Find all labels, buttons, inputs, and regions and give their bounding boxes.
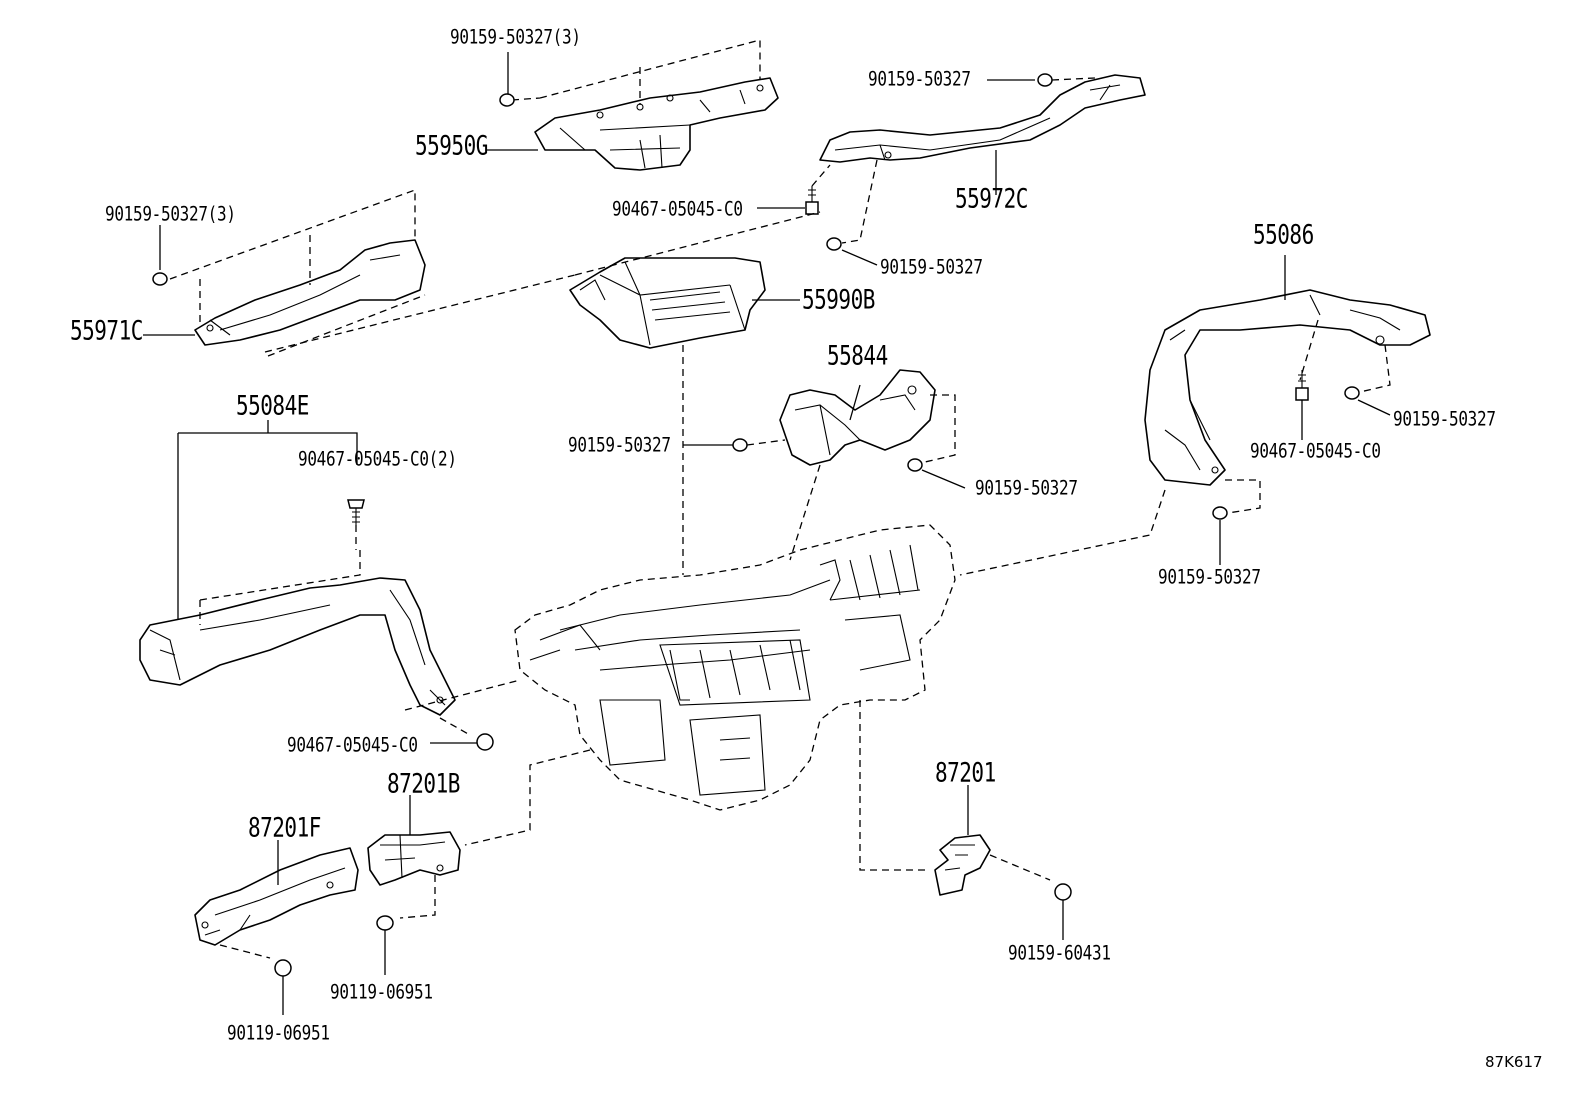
fastener-label-f15: 90159-60431 bbox=[1008, 941, 1111, 965]
fastener-label-f14: 90119-06951 bbox=[227, 1021, 330, 1045]
part-label-55950g: 55950G bbox=[415, 130, 488, 161]
part-87201-shape bbox=[934, 834, 991, 896]
part-55086-shape bbox=[1144, 289, 1431, 486]
fastener-f8-shape bbox=[1295, 370, 1309, 401]
fastener-label-f1: 90159-50327(3) bbox=[450, 25, 581, 49]
fastener-label-f11: 90159-50327 bbox=[1158, 565, 1261, 589]
part-label-87201b: 87201B bbox=[387, 768, 460, 799]
part-label-55084e: 55084E bbox=[236, 390, 309, 421]
fastener-f9-shape bbox=[1344, 386, 1360, 400]
hvac-unit-shape bbox=[514, 524, 956, 811]
fastener-f11-shape bbox=[1212, 506, 1228, 520]
part-55844-shape bbox=[779, 369, 936, 466]
drawing-code: 87K617 bbox=[1485, 1053, 1543, 1071]
fastener-f1-shape bbox=[499, 93, 515, 107]
part-55950g-shape bbox=[534, 77, 779, 171]
fastener-label-f13: 90119-06951 bbox=[330, 980, 433, 1004]
part-label-55844: 55844 bbox=[827, 340, 888, 371]
fastener-label-f6: 90159-50327 bbox=[568, 433, 671, 457]
part-55084e-shape bbox=[139, 577, 456, 716]
fastener-f6-shape bbox=[732, 438, 748, 452]
part-55971c-shape bbox=[194, 239, 426, 346]
fastener-f7-shape bbox=[907, 458, 923, 472]
fastener-label-f4: 90159-50327 bbox=[880, 255, 983, 279]
fastener-label-f12: 90467-05045-C0 bbox=[287, 733, 418, 757]
fastener-label-f2: 90159-50327 bbox=[868, 67, 971, 91]
part-55990b-shape bbox=[569, 257, 766, 349]
part-label-55990b: 55990B bbox=[802, 284, 875, 315]
fastener-f15-shape bbox=[1054, 883, 1072, 901]
part-label-55971c: 55971C bbox=[70, 315, 143, 346]
fastener-f3-shape bbox=[805, 186, 819, 215]
fastener-label-f3: 90467-05045-C0 bbox=[612, 197, 743, 221]
fastener-label-f5: 90159-50327(3) bbox=[105, 202, 236, 226]
part-label-55972c: 55972C bbox=[955, 183, 1028, 214]
part-87201f-shape bbox=[194, 847, 359, 946]
fastener-f14-shape bbox=[274, 959, 292, 977]
fastener-f12-shape bbox=[476, 733, 494, 751]
part-87201b-shape bbox=[367, 831, 461, 886]
fastener-f5-shape bbox=[152, 272, 168, 286]
fastener-label-f9: 90159-50327 bbox=[1393, 407, 1496, 431]
part-label-55086: 55086 bbox=[1253, 219, 1314, 250]
fastener-label-f7: 90159-50327 bbox=[975, 476, 1078, 500]
fastener-label-f10: 90467-05045-C0(2) bbox=[298, 447, 457, 471]
fastener-f13-shape bbox=[376, 915, 394, 931]
part-label-87201: 87201 bbox=[935, 757, 996, 788]
fastener-label-f8: 90467-05045-C0 bbox=[1250, 439, 1381, 463]
part-label-87201f: 87201F bbox=[248, 812, 321, 843]
fastener-f2-shape bbox=[1037, 73, 1053, 87]
fastener-f4-shape bbox=[826, 237, 842, 251]
part-55972c-shape bbox=[819, 74, 1146, 163]
fastener-f10-shape bbox=[347, 499, 365, 525]
